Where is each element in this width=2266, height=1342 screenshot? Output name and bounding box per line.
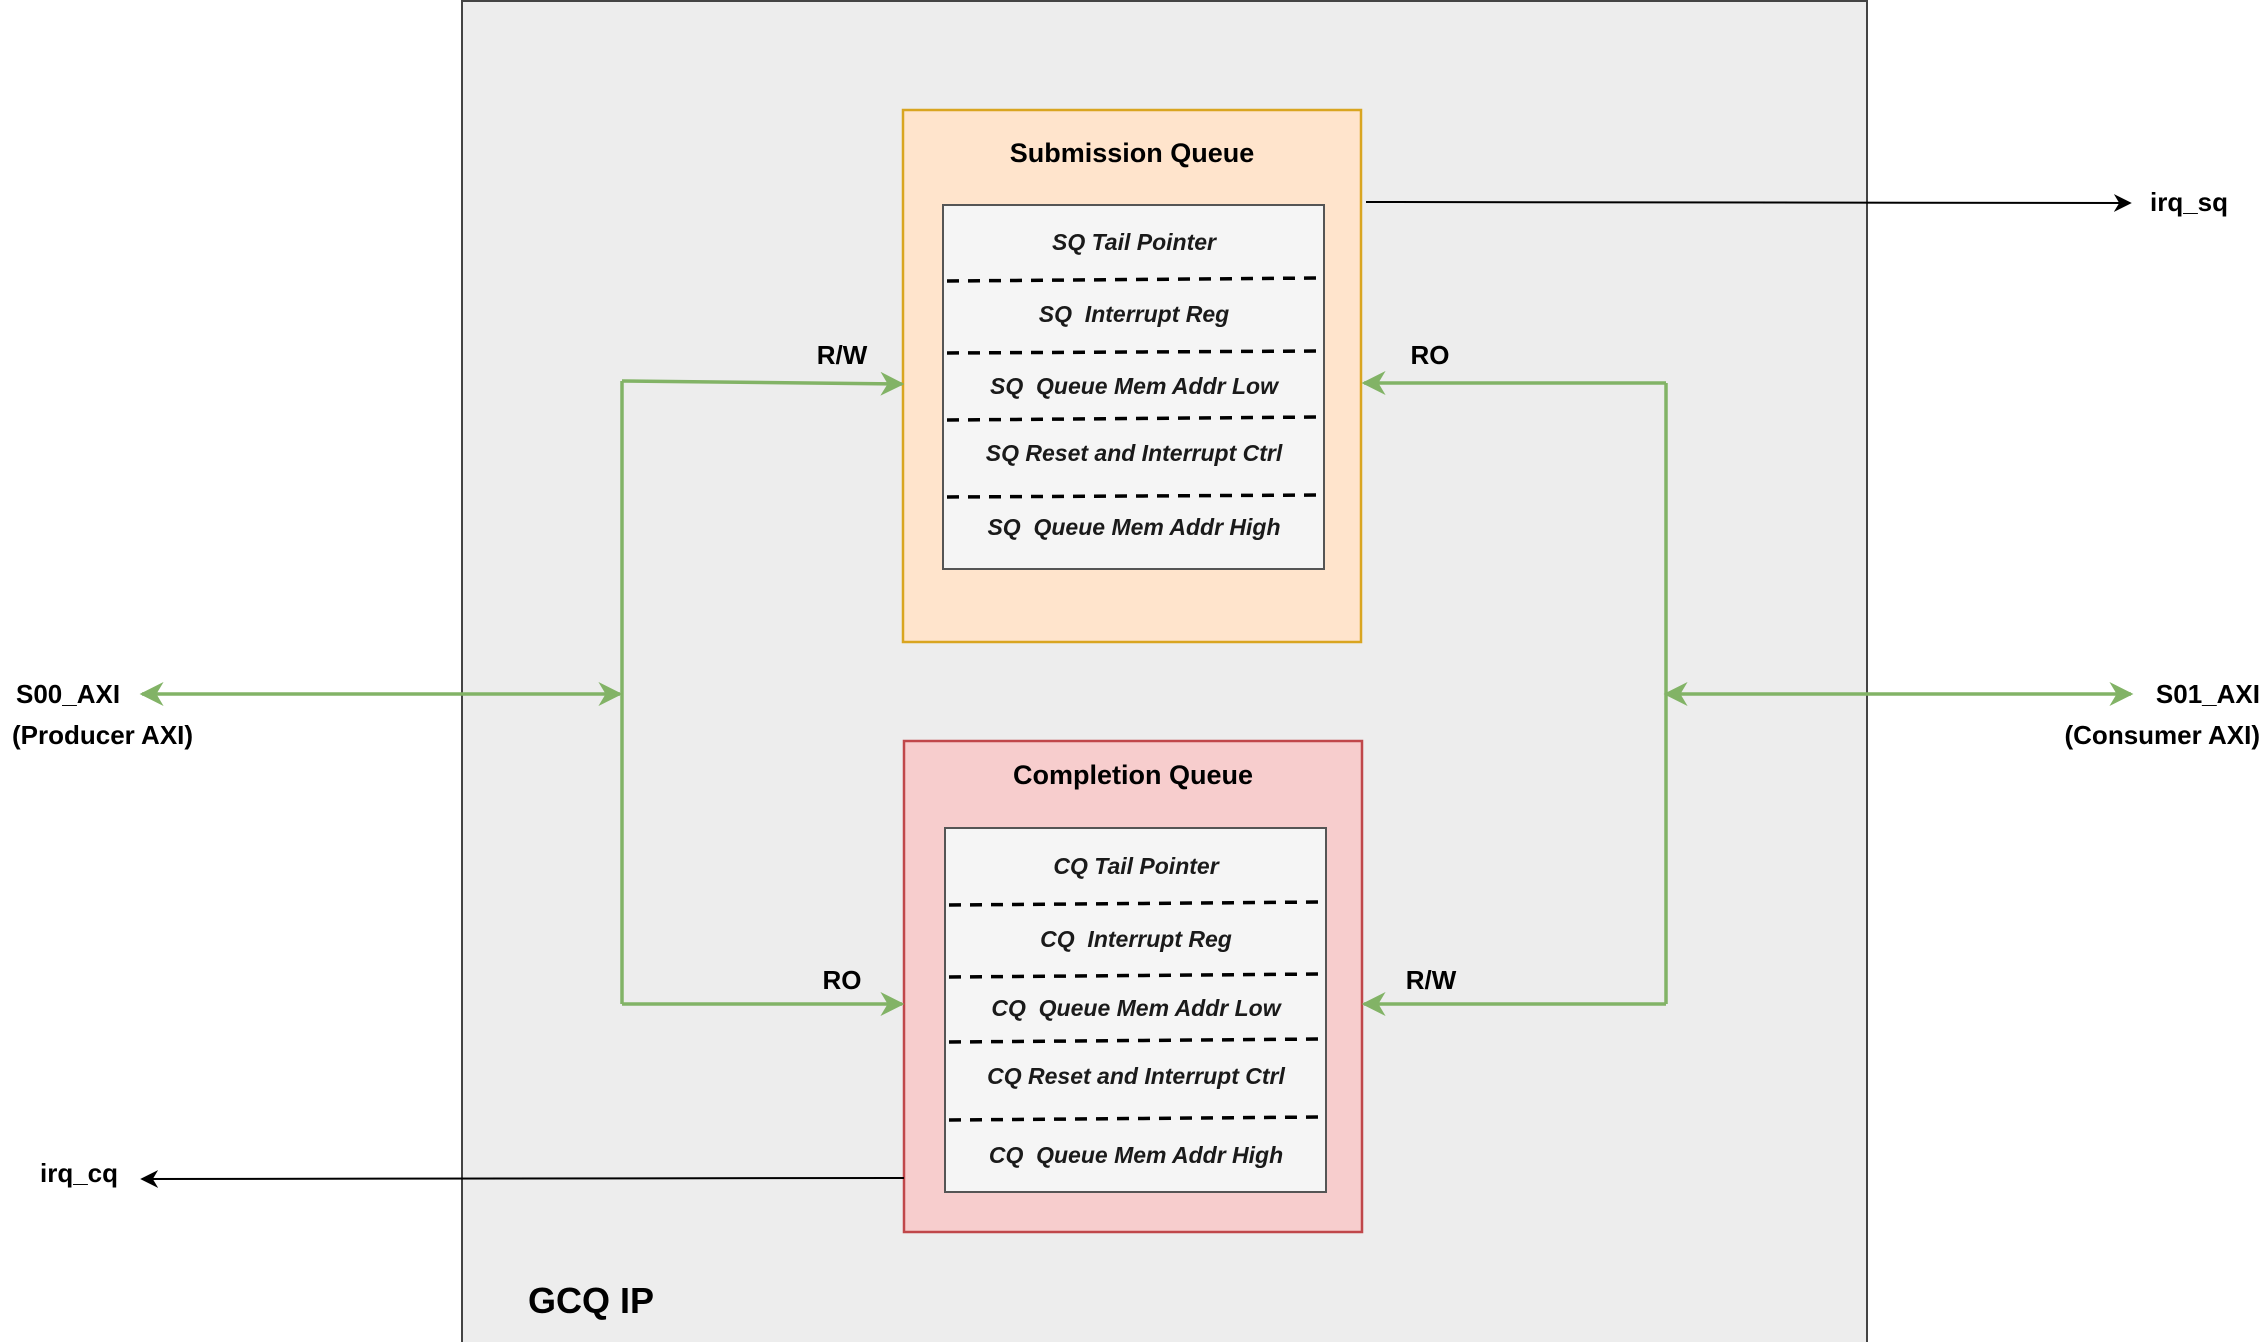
cq-register-label: CQ Reset and Interrupt Ctrl — [987, 1063, 1285, 1089]
irq-cq-arrow — [140, 1169, 905, 1188]
s01-axi-port-name: S01_AXI — [2156, 679, 2260, 709]
completion-queue: Completion Queue CQ Tail Pointer CQ Inte… — [902, 739, 1364, 1234]
irq-sq-arrow — [1365, 193, 2132, 212]
cq-register-table — [944, 827, 1327, 1193]
sq-register-label: SQ Queue Mem Addr High — [987, 514, 1280, 540]
irq-sq-label: irq_sq — [2150, 187, 2228, 217]
irq-cq-label: irq_cq — [40, 1158, 118, 1188]
s00-axi-port-name: S00_AXI — [16, 679, 120, 709]
sq-register-label: SQ Interrupt Reg — [1039, 301, 1229, 327]
sq-producer-access-label: R/W — [817, 340, 868, 370]
sq-register-label: SQ Queue Mem Addr Low — [990, 373, 1280, 399]
sq-consumer-access-label: RO — [1411, 340, 1450, 370]
completion-queue-title: Completion Queue — [1013, 760, 1253, 790]
cq-producer-access-label: RO — [823, 965, 862, 995]
producer-to-sq-arrow — [621, 371, 905, 396]
sq-register-label: SQ Tail Pointer — [1052, 229, 1217, 255]
cq-consumer-access-label: R/W — [1406, 965, 1457, 995]
cq-register-label: CQ Interrupt Reg — [1040, 926, 1232, 952]
s00-axi-port-desc: (Producer AXI) — [12, 720, 193, 750]
cq-register-label: CQ Tail Pointer — [1053, 853, 1219, 879]
s01-axi-port-desc: (Consumer AXI) — [2065, 720, 2261, 750]
submission-queue: Submission Queue SQ Tail Pointer SQ Inte… — [901, 108, 1363, 644]
submission-queue-title: Submission Queue — [1010, 138, 1255, 168]
sq-register-label: SQ Reset and Interrupt Ctrl — [986, 440, 1283, 466]
cq-register-label: CQ Queue Mem Addr High — [989, 1142, 1283, 1168]
gcq-ip-title: GCQ IP — [528, 1280, 654, 1321]
cq-register-label: CQ Queue Mem Addr Low — [991, 995, 1282, 1021]
sq-register-table — [942, 204, 1325, 570]
